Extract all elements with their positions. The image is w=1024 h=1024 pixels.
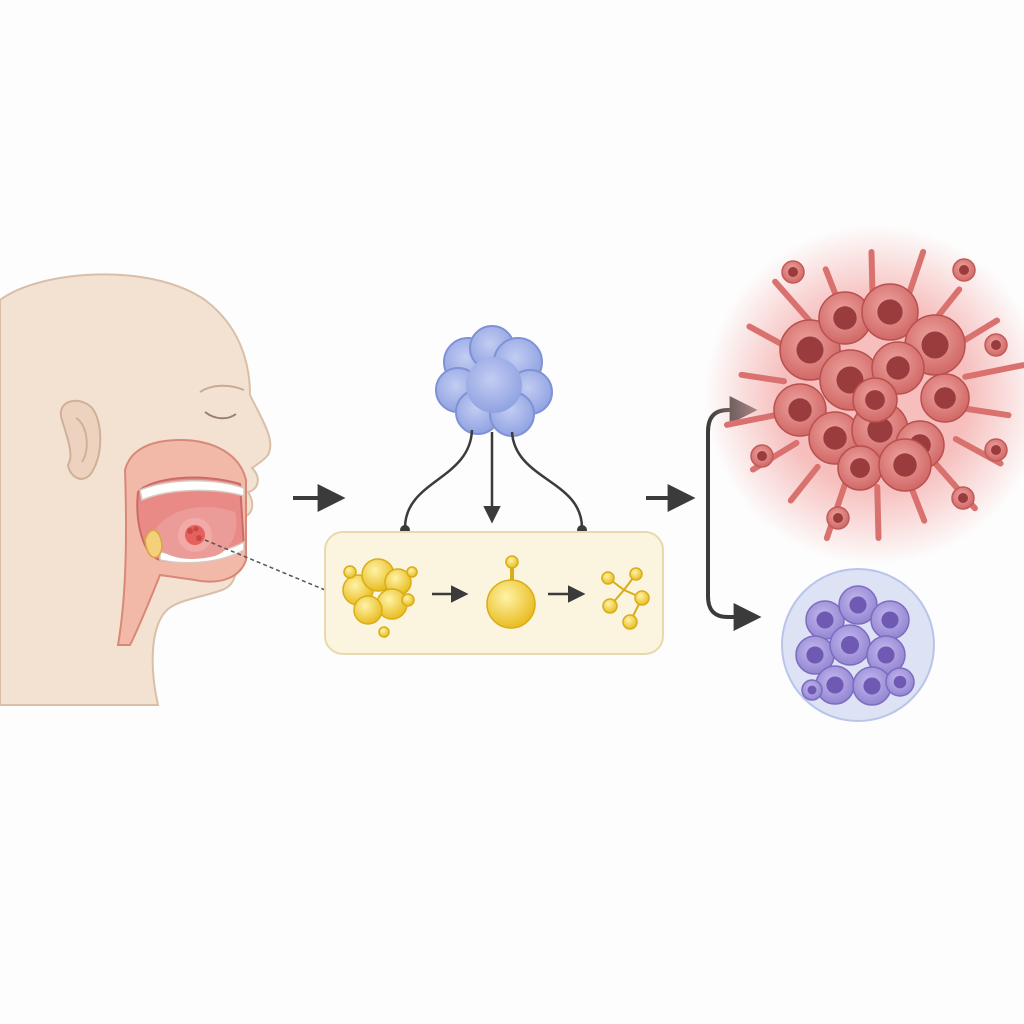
purple-cell-cluster-icon xyxy=(781,568,935,722)
benign-cell xyxy=(801,679,823,701)
satellite-tumor-cell xyxy=(781,260,805,284)
tumor-spike xyxy=(962,362,1024,380)
red-spiky-tumor-cell-cluster-icon xyxy=(705,225,1024,565)
tumor-spike xyxy=(962,405,1012,419)
malignant-cell xyxy=(852,377,898,423)
satellite-tumor-cell xyxy=(951,486,975,510)
single-molecule-icon xyxy=(486,555,536,629)
tumor-spike xyxy=(787,463,821,504)
upper-teeth xyxy=(139,479,245,502)
head-profile-oral-tumor-icon xyxy=(0,273,326,706)
benign-cell xyxy=(829,624,871,666)
benign-cell xyxy=(852,666,892,706)
molecule-cluster-icon xyxy=(342,558,418,638)
fragmented-molecule-icon xyxy=(601,567,650,630)
tumor-spike xyxy=(874,483,882,541)
ear xyxy=(59,399,102,480)
malignant-cell xyxy=(920,373,970,423)
satellite-tumor-cell xyxy=(984,438,1008,462)
malignant-cell xyxy=(878,438,932,492)
tumor-spike xyxy=(738,371,788,385)
tumor-spike xyxy=(772,278,818,329)
protein-connectors xyxy=(403,429,584,529)
closed-eye xyxy=(204,411,237,420)
benign-cell xyxy=(838,585,878,625)
yellow-molecule-pathway-box-icon xyxy=(324,531,664,655)
benign-cell xyxy=(805,600,845,640)
satellite-tumor-cell xyxy=(984,333,1008,357)
blue-protein-cluster-icon xyxy=(435,325,553,437)
satellite-tumor-cell xyxy=(826,506,850,530)
malignant-cell xyxy=(861,283,919,341)
satellite-tumor-cell xyxy=(750,444,774,468)
benign-cell xyxy=(885,667,915,697)
benign-cell xyxy=(815,665,855,705)
benign-cell xyxy=(870,600,910,640)
tumor-leader-line xyxy=(204,539,326,591)
satellite-tumor-cell xyxy=(952,258,976,282)
oral-tumor-icon xyxy=(178,518,212,552)
malignant-cell xyxy=(837,445,883,491)
